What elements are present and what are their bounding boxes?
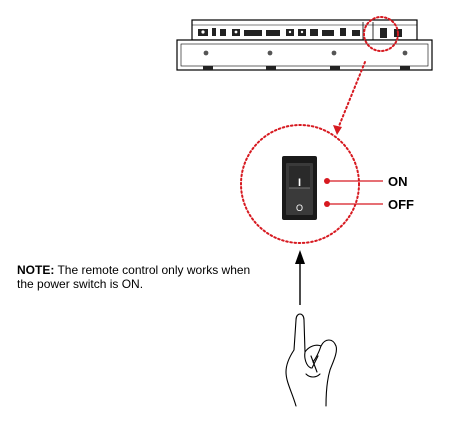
off-label: OFF (388, 197, 414, 212)
press-arrow (295, 250, 305, 305)
note-text: NOTE: The remote control only works when… (17, 263, 257, 291)
device-rear-panel (191, 19, 418, 41)
switch-off-symbol: O (296, 203, 303, 213)
rocker-switch (282, 156, 317, 220)
off-leader (324, 201, 383, 207)
note-heading: NOTE: (17, 263, 55, 277)
callout-arrow (333, 61, 366, 135)
note-body: The remote control only works when the p… (17, 263, 251, 291)
hand-icon (285, 313, 337, 407)
callout-circle-large (240, 124, 360, 244)
device-bezel (176, 39, 433, 71)
callout-circle-small (363, 16, 399, 52)
switch-on-symbol: I (298, 177, 301, 189)
on-leader (324, 178, 383, 184)
on-label: ON (388, 174, 408, 189)
